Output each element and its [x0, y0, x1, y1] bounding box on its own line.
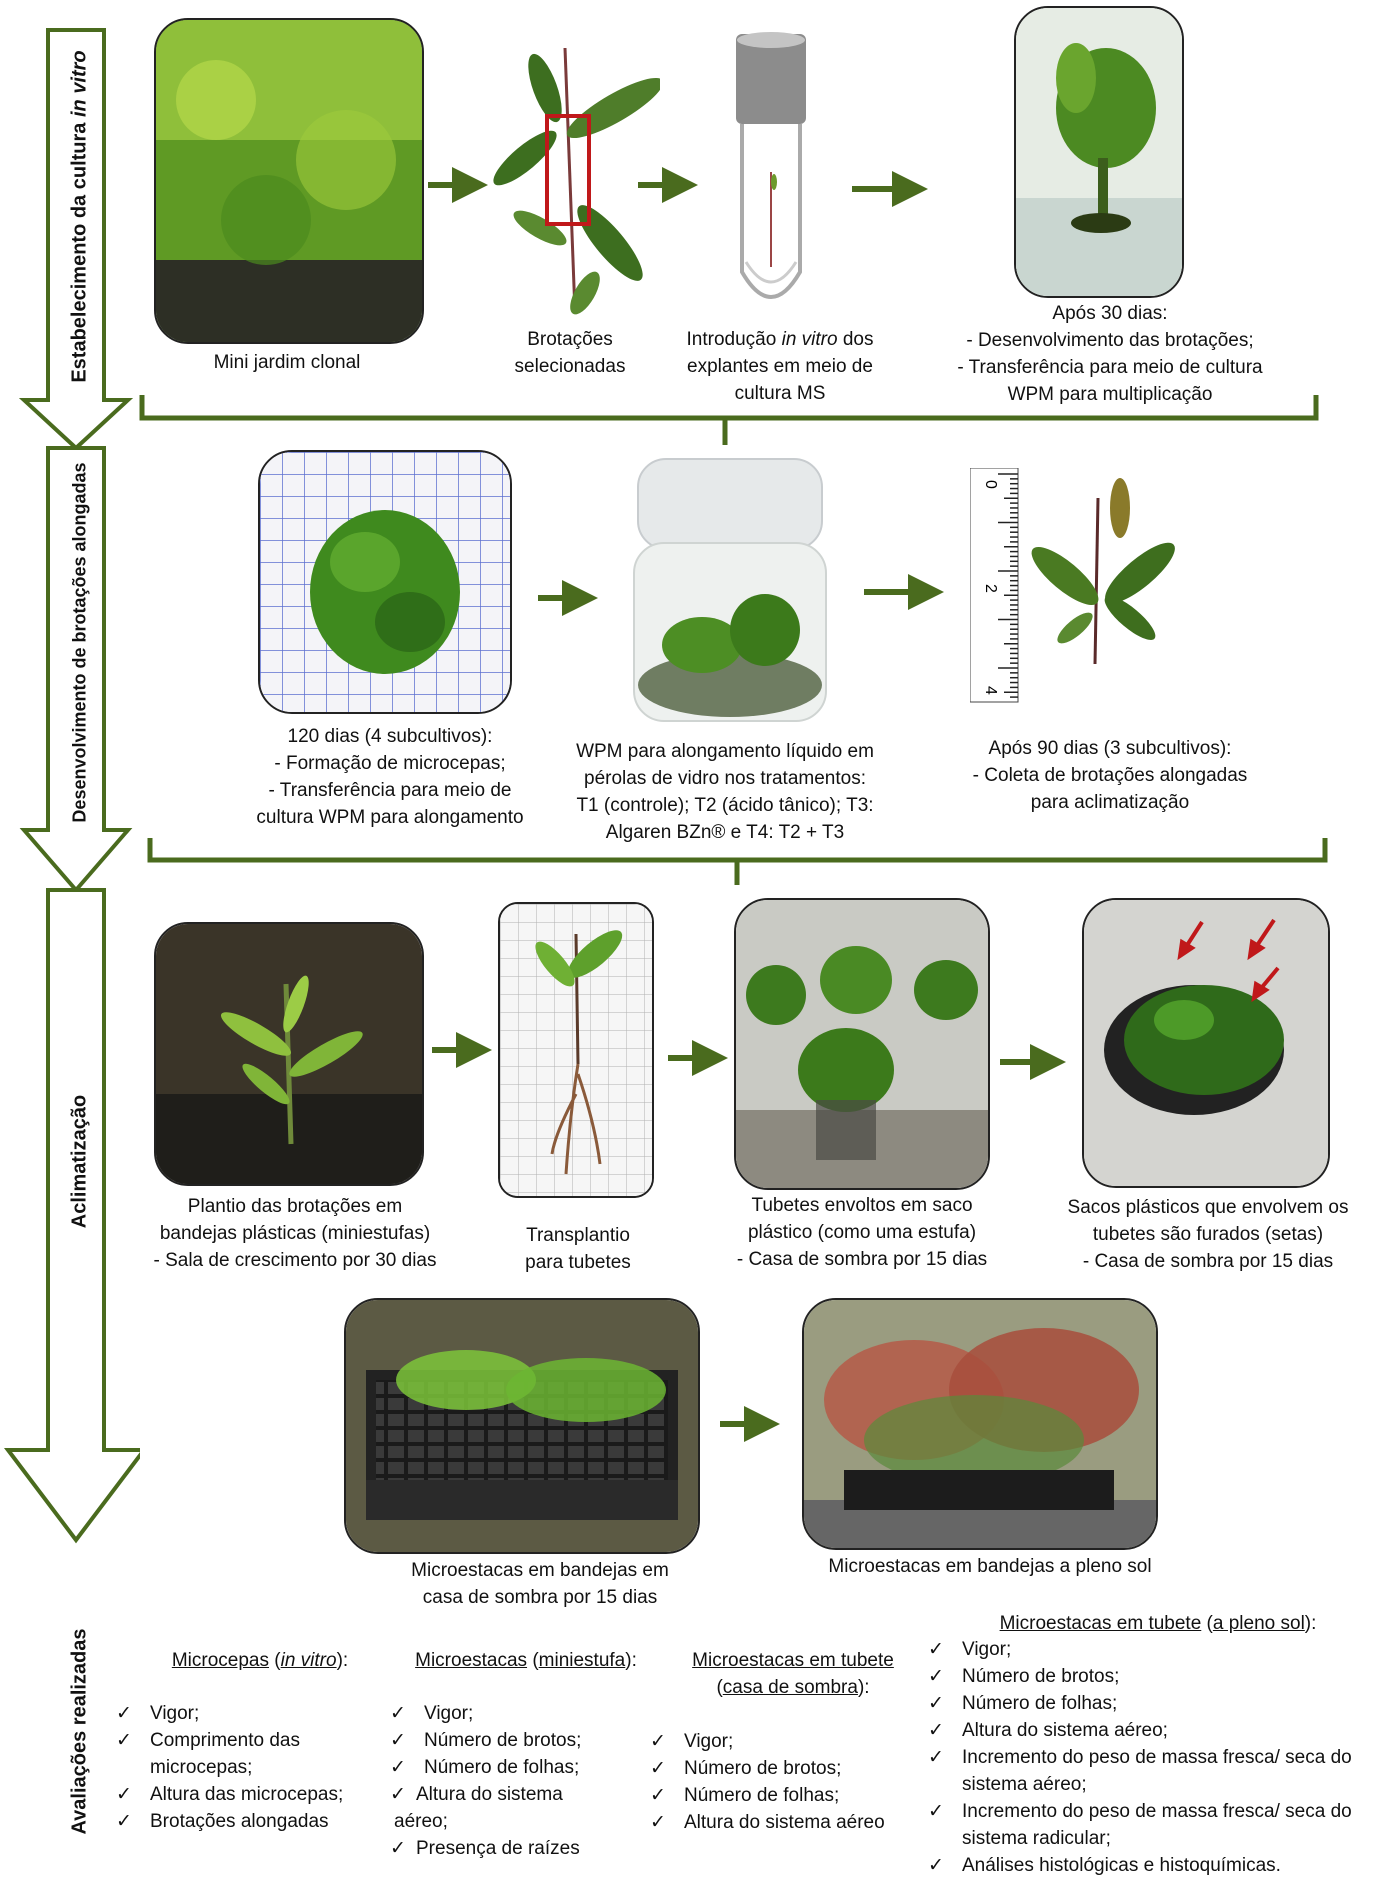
caption-brotacoes-line-2: selecionadas: [480, 353, 660, 380]
eval-item: ✓Vigor;: [390, 1700, 581, 1727]
eval-item: ✓Altura do sistema aéreo;: [928, 1717, 1352, 1744]
caption-introducao-line-3: cultura MS: [660, 380, 900, 407]
caption-apos30-line-4: WPM para multiplicação: [920, 381, 1300, 408]
tubetes-estufa-photo: [734, 898, 990, 1190]
caption-brotacoes-line-1: Brotações: [480, 326, 660, 353]
caption-tubetes-line-1: Tubetes envoltos em saco: [712, 1192, 1012, 1219]
microcepa-grid-photo: [258, 450, 512, 714]
caption-microcepas-line-4: cultura WPM para alongamento: [240, 804, 540, 831]
caption-microcepas-line-3: - Transferência para meio de: [240, 777, 540, 804]
caption-sacos-line-1: Sacos plásticos que envolvem os: [1044, 1194, 1372, 1221]
eval-item: ✓Incremento do peso de massa fresca/ sec…: [928, 1798, 1352, 1852]
caption-apos30: Após 30 dias: - Desenvolvimento das brot…: [920, 300, 1300, 408]
eval-item-continuation: aéreo;: [390, 1808, 581, 1835]
caption-wpm-line-1: WPM para alongamento líquido em: [555, 738, 895, 765]
caption-introducao: Introdução in vitro dos explantes em mei…: [660, 326, 900, 407]
caption-bandejas-sombra-line-2: casa de sombra por 15 dias: [374, 1584, 706, 1611]
stage-label-4: Avaliações realizadas: [69, 1602, 92, 1862]
eval-item: ✓Vigor;: [650, 1728, 885, 1755]
bandejas-sol-photo: [802, 1298, 1158, 1550]
caption-transplantio: Transplantio para tubetes: [494, 1222, 662, 1276]
caption-transplantio-line-1: Transplantio: [494, 1222, 662, 1249]
jar-illustration: [630, 455, 830, 725]
eval-list-miniestufa: ✓Vigor; ✓Número de brotos; ✓Número de fo…: [390, 1700, 581, 1862]
caption-microcepas: 120 dias (4 subcultivos): - Formação de …: [240, 723, 540, 831]
eval-item: ✓Número de folhas;: [928, 1690, 1352, 1717]
caption-wpm-alongamento: WPM para alongamento líquido em pérolas …: [555, 738, 895, 846]
caption-apos90-line-1: Após 90 dias (3 subcultivos):: [940, 735, 1280, 762]
ruler-label-0: 0: [982, 480, 999, 489]
eval-item: ✓Análises histológicas e histoquímicas.: [928, 1852, 1352, 1879]
apos30-photo: [1014, 6, 1184, 298]
caption-microcepas-line-2: - Formação de microcepas;: [240, 750, 540, 777]
eval-item: ✓Altura do sistema aéreo: [650, 1809, 885, 1836]
transplantio-photo: [498, 902, 654, 1198]
ruler-and-shoot: 0 2 4: [970, 468, 1205, 704]
caption-apos30-line-1: Após 30 dias:: [920, 300, 1300, 327]
caption-apos90-line-3: para aclimatização: [940, 789, 1280, 816]
tube-illustration: [728, 32, 818, 317]
eval-list-casa-sombra: ✓Vigor; ✓Número de brotos; ✓Número de fo…: [650, 1728, 885, 1836]
caption-plantio-line-1: Plantio das brotações em: [120, 1193, 470, 1220]
caption-tubetes-line-2: plástico (como uma estufa): [712, 1219, 1012, 1246]
eval-item: ✓Presença de raízes: [390, 1835, 581, 1862]
eval-item: ✓Número de brotos;: [928, 1663, 1352, 1690]
eval-item: ✓Altura das microcepas;: [116, 1781, 343, 1808]
caption-mini-jardim: Mini jardim clonal: [154, 349, 420, 376]
caption-apos90-line-2: - Coleta de brotações alongadas: [940, 762, 1280, 789]
eval-list-pleno-sol: ✓Vigor; ✓Número de brotos; ✓Número de fo…: [928, 1636, 1352, 1879]
caption-introducao-line-1: Introdução in vitro dos: [660, 326, 900, 353]
eval-header-pleno-sol: Microestacas em tubete (a pleno sol):: [968, 1610, 1348, 1637]
brotacao-photo: [485, 28, 660, 318]
caption-wpm-line-4: Algaren BZn® e T4: T2 + T3: [555, 819, 895, 846]
caption-sacos-line-3: - Casa de sombra por 15 dias: [1044, 1248, 1372, 1275]
eval-header-microcepas: Microcepas (in vitro):: [150, 1647, 370, 1674]
ruler-label-2: 2: [982, 584, 999, 593]
eval-item: ✓Vigor;: [116, 1700, 343, 1727]
caption-wpm-line-3: T1 (controle); T2 (ácido tânico); T3:: [555, 792, 895, 819]
caption-plantio-line-3: - Sala de crescimento por 30 dias: [120, 1247, 470, 1274]
eval-item: ✓Número de brotos;: [650, 1755, 885, 1782]
eval-item: ✓Vigor;: [928, 1636, 1352, 1663]
ruler-label-4: 4: [982, 686, 999, 695]
mini-jardim-photo: [154, 18, 424, 344]
eval-item: ✓Brotações alongadas: [116, 1808, 343, 1835]
bandejas-sombra-photo: [344, 1298, 700, 1554]
eval-item: ✓Número de folhas;: [390, 1754, 581, 1781]
caption-bandejas-sombra: Microestacas em bandejas em casa de somb…: [374, 1557, 706, 1611]
caption-introducao-line-2: explantes em meio de: [660, 353, 900, 380]
caption-microcepas-line-1: 120 dias (4 subcultivos):: [240, 723, 540, 750]
caption-tubetes-line-3: - Casa de sombra por 15 dias: [712, 1246, 1012, 1273]
caption-apos90: Após 90 dias (3 subcultivos): - Coleta d…: [940, 735, 1280, 816]
caption-sacos: Sacos plásticos que envolvem os tubetes …: [1044, 1194, 1372, 1275]
eval-item: ✓Número de brotos;: [390, 1727, 581, 1754]
caption-apos30-line-2: - Desenvolvimento das brotações;: [920, 327, 1300, 354]
eval-item: ✓Número de folhas;: [650, 1782, 885, 1809]
caption-tubetes: Tubetes envoltos em saco plástico (como …: [712, 1192, 1012, 1273]
caption-sacos-line-2: tubetes são furados (setas): [1044, 1221, 1372, 1248]
caption-apos30-line-3: - Transferência para meio de cultura: [920, 354, 1300, 381]
caption-wpm-line-2: pérolas de vidro nos tratamentos:: [555, 765, 895, 792]
caption-bandejas-sol: Microestacas em bandejas a pleno sol: [790, 1553, 1190, 1580]
sacos-furados-photo: [1082, 898, 1330, 1188]
caption-plantio-line-2: bandejas plásticas (miniestufas): [120, 1220, 470, 1247]
caption-bandejas-sombra-line-1: Microestacas em bandejas em: [374, 1557, 706, 1584]
eval-item: ✓Altura do sistema: [390, 1781, 581, 1808]
caption-plantio: Plantio das brotações em bandejas plásti…: [120, 1193, 470, 1274]
plantio-photo: [154, 922, 424, 1186]
eval-header-casa-sombra: Microestacas em tubete (casa de sombra):: [668, 1647, 918, 1701]
eval-header-miniestufa: Microestacas (miniestufa):: [396, 1647, 656, 1674]
eval-item: ✓Incremento do peso de massa fresca/ sec…: [928, 1744, 1352, 1798]
caption-brotacoes: Brotações selecionadas: [480, 326, 660, 380]
caption-transplantio-line-2: para tubetes: [494, 1249, 662, 1276]
